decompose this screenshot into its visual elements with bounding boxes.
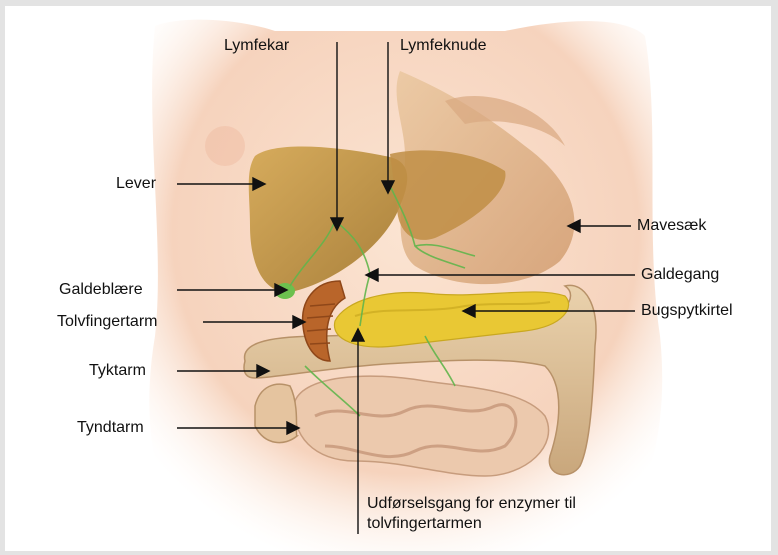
label-galdeblaere: Galdeblære — [59, 280, 143, 299]
label-mavesaek: Mavesæk — [637, 216, 706, 235]
label-lymfeknude: Lymfeknude — [400, 36, 487, 55]
label-udforselsgang: Udførselsgang for enzymer til tolvfinger… — [367, 494, 687, 534]
left-shoulder-shadow — [205, 126, 245, 166]
label-udforselsgang-line1: Udførselsgang for enzymer til — [367, 495, 576, 512]
label-bugspytkirtel: Bugspytkirtel — [641, 301, 733, 320]
label-lever: Lever — [116, 174, 156, 193]
label-galdegang: Galdegang — [641, 265, 719, 284]
diagram-frame: Lymfekar Lymfeknude Lever Mavesæk Galdeb… — [5, 6, 771, 551]
label-tolvfingertarm: Tolvfingertarm — [57, 312, 157, 331]
label-tyndtarm: Tyndtarm — [77, 418, 144, 437]
label-udforselsgang-line2: tolvfingertarmen — [367, 515, 482, 532]
label-tyktarm: Tyktarm — [89, 361, 146, 380]
label-lymfekar: Lymfekar — [224, 36, 289, 55]
